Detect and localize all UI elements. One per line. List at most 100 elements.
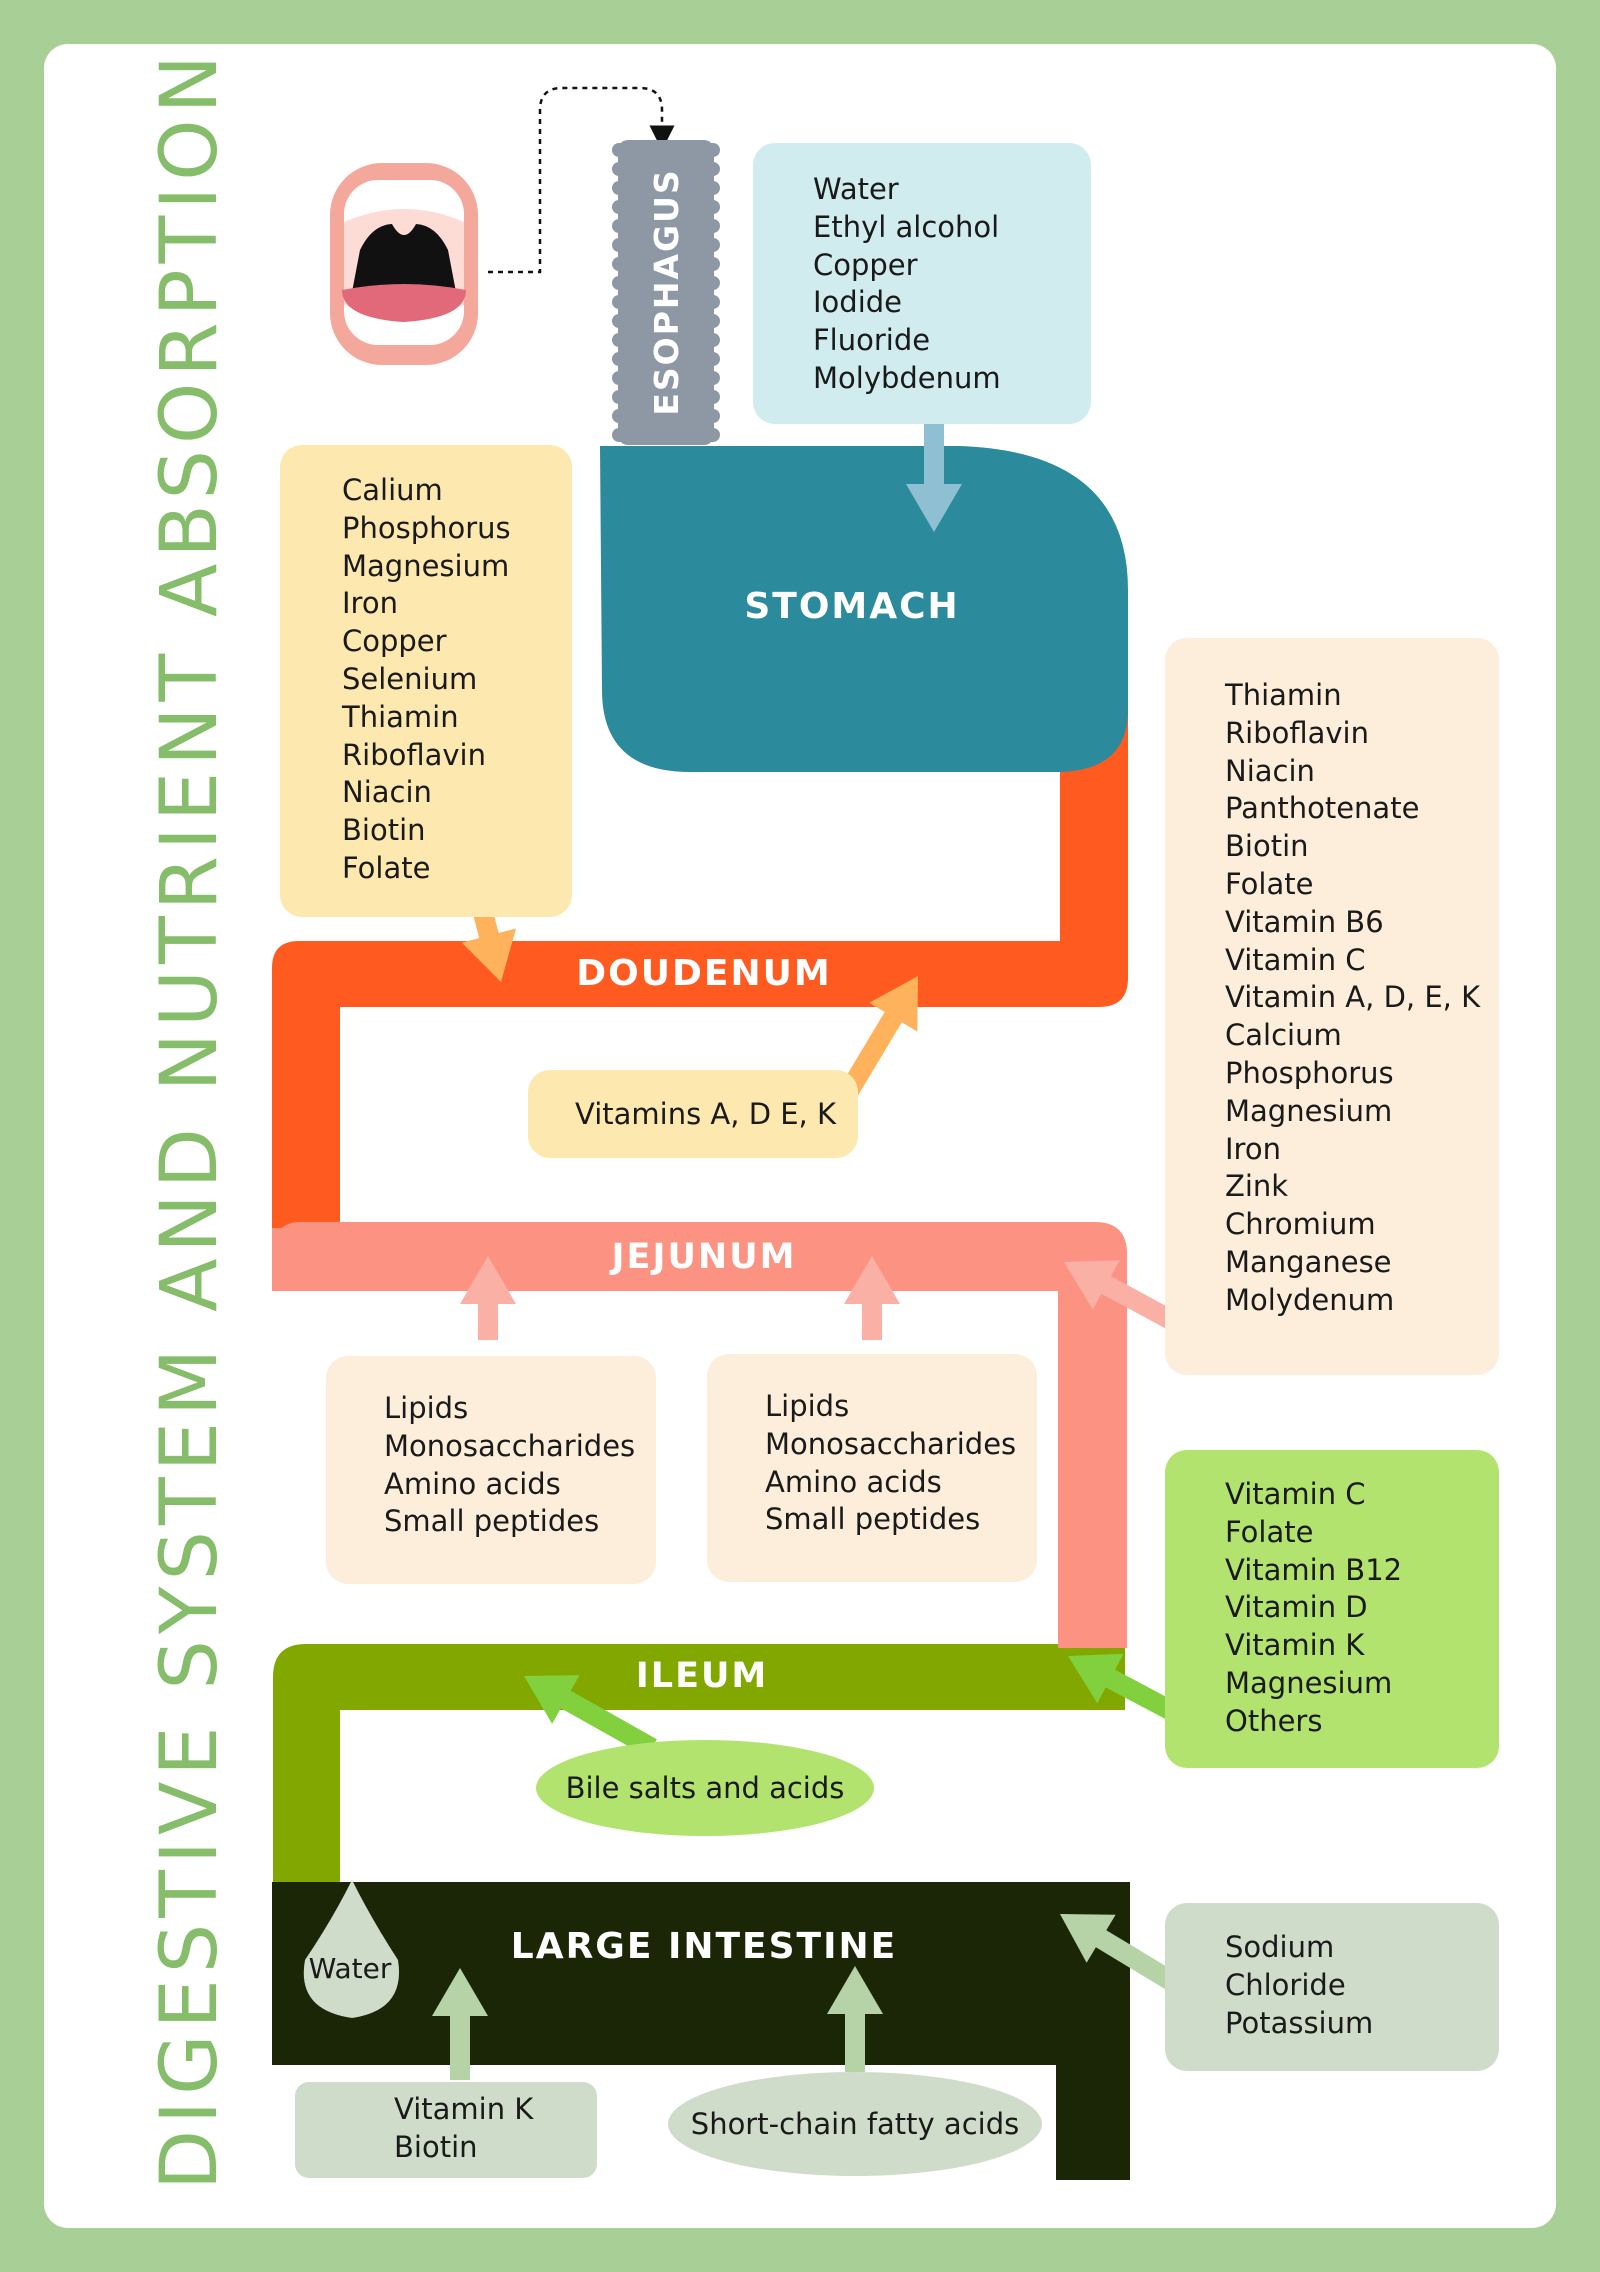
- esophagus-ridge: [612, 200, 720, 214]
- fat-soluble-vitamins-box: Vitamins A, D E, K: [528, 1070, 858, 1158]
- nutrient-item: Potassium: [1225, 2005, 1374, 2040]
- nutrient-item: Vitamin B12: [1225, 1552, 1403, 1587]
- nutrient-item: Vitamin K: [394, 2092, 534, 2126]
- mouth-icon: [330, 163, 478, 365]
- nutrient-item: Biotin: [394, 2129, 478, 2164]
- nutrient-item: Phosphorus: [1225, 1055, 1394, 1090]
- esophagus: [612, 140, 720, 445]
- jejunum-label: JEJUNUM: [610, 1237, 797, 1277]
- nutrient-item: Water: [813, 172, 899, 206]
- esophagus-ridge: [612, 238, 720, 252]
- nutrient-item: Monosaccharides: [384, 1428, 636, 1463]
- jejunum-absorption-arrow-2: [844, 1256, 900, 1340]
- esophagus-ridge: [612, 333, 720, 347]
- nutrient-item: Folate: [342, 850, 431, 885]
- vitamin-k-absorption-arrow: [432, 1968, 488, 2080]
- bile-salts-absorption-arrow: [524, 1675, 657, 1757]
- nutrient-item: Molybdenum: [813, 360, 1001, 395]
- nutrient-item: Copper: [342, 624, 447, 659]
- nutrient-item: Niacin: [342, 775, 432, 810]
- water-drop-icon: [303, 1880, 400, 2018]
- short-chain-fatty-acids-oval: Short-chain fatty acids: [668, 2072, 1042, 2176]
- nutrient-item: Monosaccharides: [765, 1426, 1017, 1461]
- nutrient-item: Lipids: [384, 1391, 469, 1425]
- nutrient-item: Biotin: [342, 813, 426, 848]
- nutrient-item: Iron: [342, 586, 398, 621]
- nutrient-item: Chromium: [1225, 1207, 1376, 1242]
- bile-salts-label: Bile salts and acids: [565, 1771, 845, 1805]
- large-intestine-label: LARGE INTESTINE: [511, 1926, 897, 1967]
- nutrient-item: Amino acids: [384, 1466, 561, 1501]
- nutrient-item: Ethyl alcohol: [813, 209, 1000, 244]
- nutrient-item: Iodide: [813, 285, 903, 320]
- short-chain-fatty-acids-label: Short-chain fatty acids: [690, 2107, 1020, 2141]
- esophagus-ridge: [612, 390, 720, 404]
- nutrient-item: Sodium: [1225, 1930, 1335, 1964]
- fatty-acids-absorption-arrow: [827, 1966, 883, 2072]
- stomach: [600, 446, 1128, 772]
- esophagus-ridge: [612, 371, 720, 385]
- nutrient-item: Selenium: [342, 661, 478, 696]
- nutrient-item: Biotin: [1225, 829, 1309, 864]
- bile-salts-oval: Bile salts and acids: [536, 1740, 874, 1836]
- nutrient-item: Chloride: [1225, 1967, 1346, 2002]
- nutrient-item: Thiamin: [1225, 678, 1342, 712]
- water-label: Water: [309, 1952, 392, 1985]
- nutrient-item: Small peptides: [384, 1504, 600, 1539]
- intestine-bulge: [842, 1882, 998, 1936]
- nutrient-item: Thiamin: [342, 699, 459, 734]
- esophagus-ridge: [612, 314, 720, 328]
- esophagus-ridge: [612, 295, 720, 309]
- esophagus-ridge: [612, 219, 720, 233]
- ileum-tube: [273, 1644, 1125, 1940]
- fat-soluble-vitamins-label: Vitamins A, D E, K: [575, 1097, 837, 1131]
- stomach-absorption-arrow: [906, 406, 962, 532]
- nutrient-item: Vitamin C: [1225, 942, 1366, 977]
- swallow-path: [488, 86, 675, 274]
- intestine-bulge: [422, 1882, 578, 1936]
- esophagus-ridge: [612, 428, 720, 442]
- nutrient-item: Vitamin C: [1225, 1477, 1366, 1511]
- duodenum-tube: [272, 695, 1128, 1228]
- nutrient-item: Vitamin B6: [1225, 904, 1384, 939]
- nutrient-item: Calium: [342, 473, 443, 507]
- nutrient-item: Magnesium: [342, 548, 510, 583]
- esophagus-ridge: [612, 409, 720, 423]
- ileum-label: ILEUM: [636, 1656, 768, 1696]
- nutrient-item: Copper: [813, 247, 918, 282]
- intestine-bulge: [562, 1882, 718, 1936]
- jejunum-absorption-arrow-1: [460, 1256, 516, 1340]
- nutrient-item: Vitamin D: [1225, 1590, 1368, 1625]
- nutrient-item: Riboflavin: [1225, 715, 1369, 750]
- nutrient-item: Small peptides: [765, 1502, 981, 1537]
- duodenum-label: DOUDENUM: [576, 953, 831, 994]
- nutrient-item: Vitamin A, D, E, K: [1225, 980, 1481, 1015]
- nutrient-item: Riboflavin: [342, 737, 486, 772]
- stomach-label: STOMACH: [744, 586, 959, 627]
- nutrient-item: Fluoride: [813, 323, 931, 358]
- nutrient-item: Manganese: [1225, 1244, 1392, 1279]
- intestine-bulge: [982, 1882, 1130, 1936]
- esophagus-label: ESOPHAGUS: [647, 168, 686, 415]
- esophagus-ridge: [612, 352, 720, 366]
- nutrient-item: Magnesium: [1225, 1665, 1393, 1700]
- nutrient-item: Panthotenate: [1225, 791, 1420, 826]
- nutrient-item: Lipids: [765, 1389, 850, 1423]
- nutrient-item: Calcium: [1225, 1018, 1342, 1053]
- nutrient-item: Folate: [1225, 1514, 1314, 1549]
- esophagus-ridge: [612, 181, 720, 195]
- nutrient-item: Niacin: [1225, 753, 1315, 788]
- nutrient-item: Magnesium: [1225, 1093, 1393, 1128]
- nutrient-item: Iron: [1225, 1131, 1281, 1166]
- nutrient-item: Vitamin K: [1225, 1628, 1365, 1663]
- nutrient-item: Others: [1225, 1703, 1323, 1738]
- esophagus-ridge: [612, 257, 720, 271]
